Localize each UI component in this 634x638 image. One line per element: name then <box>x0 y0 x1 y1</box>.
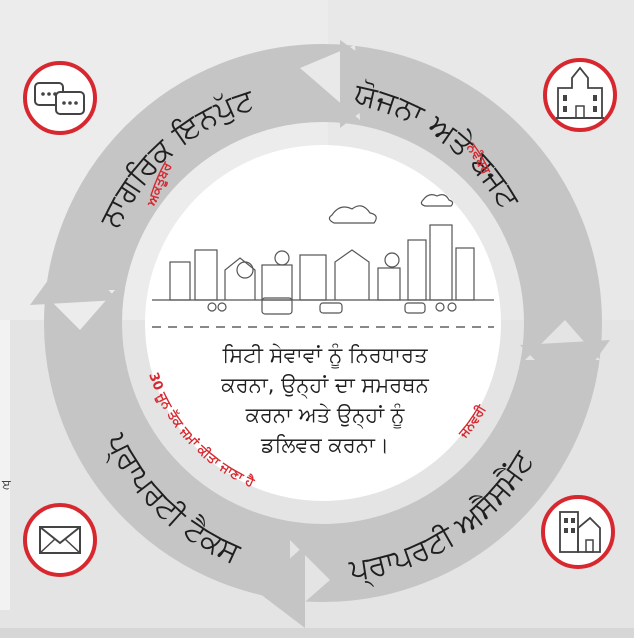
center-line-4: ਡਲਿਵਰ ਕਰਨਾ। <box>260 433 390 457</box>
center-description: ਸਿਟੀ ਸੇਵਾਵਾਂ ਨੂੰ ਨਿਰਧਾਰਤ ਕਰਨਾ, ਉਨ੍ਹਾਂ ਦਾ… <box>175 340 475 460</box>
envelope-icon <box>23 503 97 577</box>
buildings-icon <box>541 495 615 569</box>
chat-bubbles-icon <box>23 61 97 135</box>
center-line-3: ਕਰਨਾ ਅਤੇ ਉਨ੍ਹਾਂ ਨੂੰ <box>245 403 405 427</box>
center-line-1: ਸਿਟੀ ਸੇਵਾਵਾਂ ਨੂੰ ਨਿਰਧਾਰਤ <box>222 343 428 367</box>
edge-text-fragment: ੲ <box>2 478 11 493</box>
city-illustration <box>152 194 494 315</box>
arrow-ring <box>30 40 610 628</box>
left-edge-bar <box>0 320 10 610</box>
center-line-2: ਕਰਨਾ, ਉਨ੍ਹਾਂ ਦਾ ਸਮਰਥਨ <box>221 373 429 397</box>
bottom-rule <box>0 628 634 638</box>
center-circle <box>145 145 501 501</box>
city-hall-icon <box>543 58 617 132</box>
